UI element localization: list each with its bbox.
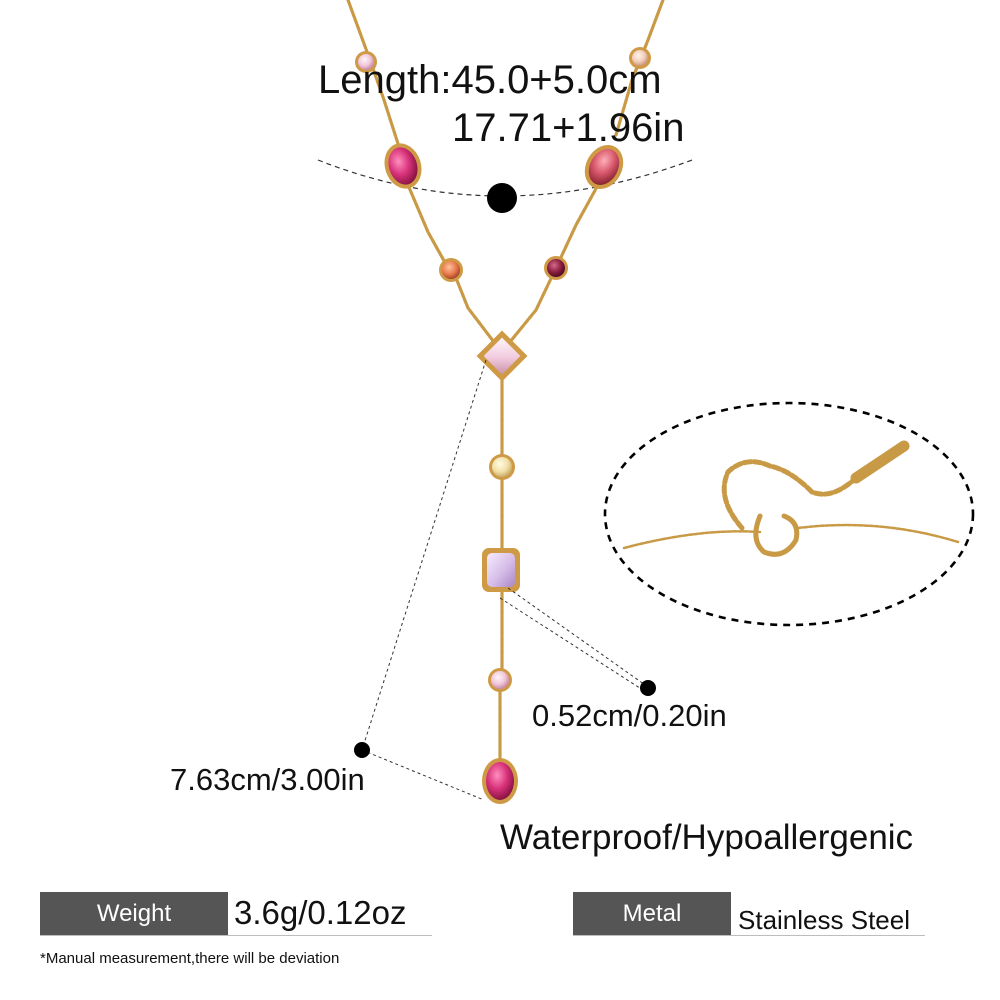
disclaimer-text: *Manual measurement,there will be deviat… (40, 950, 340, 967)
gemstone-coral-left (439, 258, 463, 282)
length-cm-text: Length:45.0+5.0cm (318, 58, 662, 102)
length-guide-dot (487, 183, 517, 213)
length-inch-text: 17.71+1.96in (452, 106, 685, 150)
gemstone-fuchsia-oval-left (384, 143, 422, 189)
gemstone-peach-top-right (629, 47, 651, 69)
clasp-detail (622, 440, 960, 557)
gemstone-fuchsia-oval-bottom (482, 758, 518, 804)
pendant-size-text: 0.52cm/0.20in (532, 698, 727, 733)
metal-label: Metal (573, 892, 731, 936)
metal-underline (573, 935, 925, 936)
weight-value: 3.6g/0.12oz (234, 894, 407, 931)
weight-underline (40, 935, 432, 936)
gemstone-pink-square-center (476, 330, 528, 382)
weight-label: Weight (40, 892, 228, 936)
gemstone-lavender-rectangle (482, 548, 520, 592)
gemstone-pink-top-left (355, 51, 377, 73)
dimension-pointers (361, 359, 649, 801)
features-text: Waterproof/Hypoallergenic (500, 818, 914, 857)
gemstone-rose-oval-right (584, 145, 624, 189)
drop-length-dot (354, 742, 370, 758)
clasp-detail-circle (603, 401, 975, 627)
gemstone-garnet-right (544, 256, 568, 280)
metal-value: Stainless Steel (738, 905, 910, 935)
gemstone-yellow-drop (489, 454, 515, 480)
drop-length-text: 7.63cm/3.00in (170, 762, 365, 797)
pendant-size-dot (640, 680, 656, 696)
gemstone-pink-small-drop (488, 668, 512, 692)
